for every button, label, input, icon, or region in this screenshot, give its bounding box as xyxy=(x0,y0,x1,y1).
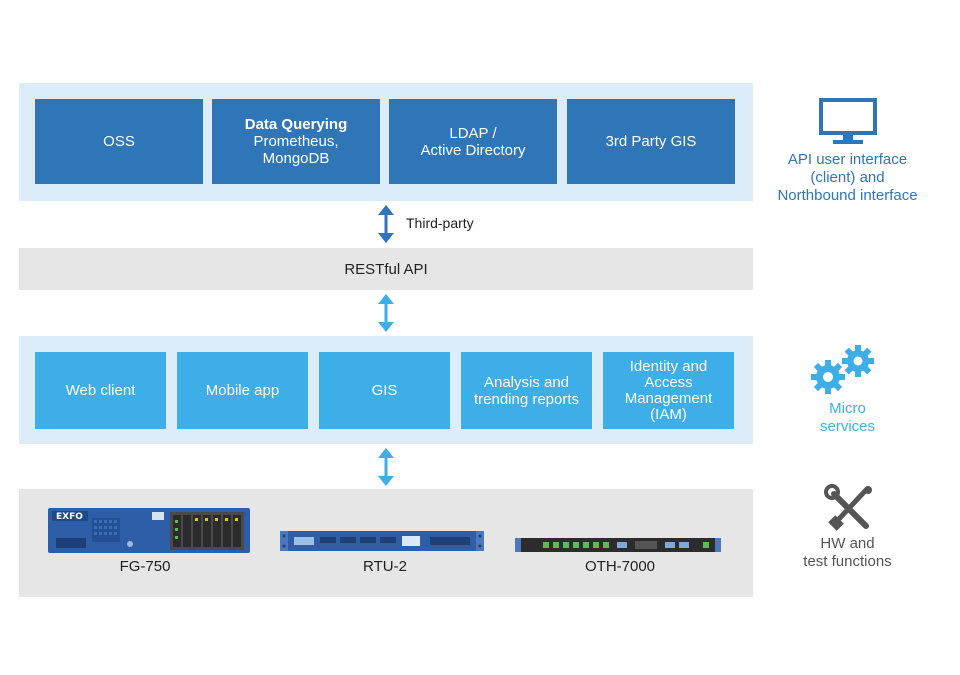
ldap-box: LDAP / Active Directory xyxy=(389,99,557,184)
ldap-line-2: Active Directory xyxy=(420,141,526,159)
fg-750-label: FG-750 xyxy=(119,558,171,575)
iam-line-1: Identity and xyxy=(629,357,708,375)
api-side-label: API user interface (client) and Northbou… xyxy=(760,151,935,205)
iam-line-2: Access xyxy=(644,373,693,391)
iam-line-4: (IAM) xyxy=(650,405,687,423)
oth-7000-device-image xyxy=(515,538,721,552)
data-querying-title: Data Querying xyxy=(244,116,348,133)
data-querying-line-3: MongoDB xyxy=(262,150,330,167)
monitor-icon xyxy=(819,98,877,144)
oss-label: OSS xyxy=(103,133,135,150)
rtu-2-label: RTU-2 xyxy=(363,558,407,575)
hw-side-line-1: HW and xyxy=(820,535,875,552)
ldap-line-1: LDAP / xyxy=(449,124,497,142)
mobile-app-box: Mobile app xyxy=(177,352,308,429)
oth-7000-label: OTH-7000 xyxy=(584,558,656,575)
micro-side-line-1: Micro xyxy=(829,400,866,417)
gis-label: GIS xyxy=(371,382,398,399)
api-side-line-1: API user interface xyxy=(787,151,908,168)
restful-api-band: RESTful API xyxy=(19,248,753,290)
third-party-label: Third-party xyxy=(406,215,474,231)
micro-side-label: Micro services xyxy=(790,400,905,436)
api-side-line-3: Northbound interface xyxy=(777,187,918,204)
micro-side-line-2: services xyxy=(819,418,875,435)
web-client-box: Web client xyxy=(35,352,166,429)
analysis-box: Analysis and trending reports xyxy=(461,352,592,429)
fg-750-device-image: EXFO xyxy=(48,508,250,553)
double-arrow-icon-middle xyxy=(378,294,394,332)
tools-icon xyxy=(824,484,872,531)
restful-api-label: RESTful API xyxy=(344,260,428,278)
api-side-line-2: (client) and xyxy=(810,169,885,186)
hw-side-label: HW and test functions xyxy=(780,535,915,571)
gis-box: GIS xyxy=(319,352,450,429)
mobile-app-label: Mobile app xyxy=(205,382,280,399)
exfo-brand-text: EXFO xyxy=(56,512,83,522)
hw-side-line-2: test functions xyxy=(803,553,892,570)
analysis-line-2: trending reports xyxy=(473,390,580,408)
data-querying-box: Data Querying Prometheus, MongoDB xyxy=(212,99,380,184)
third-party-gis-box: 3rd Party GIS xyxy=(567,99,735,184)
gears-icon xyxy=(811,345,874,394)
double-arrow-icon-bottom xyxy=(378,448,394,486)
iam-line-3: Management xyxy=(624,389,713,407)
data-querying-line-2: Prometheus, xyxy=(253,133,339,150)
third-party-gis-label: 3rd Party GIS xyxy=(605,133,697,150)
iam-box: Identity and Access Management (IAM) xyxy=(603,352,734,429)
double-arrow-icon-top xyxy=(378,205,394,243)
analysis-line-1: Analysis and xyxy=(483,373,570,391)
rtu-2-device-image xyxy=(280,531,484,551)
web-client-label: Web client xyxy=(65,382,136,399)
oss-box: OSS xyxy=(35,99,203,184)
